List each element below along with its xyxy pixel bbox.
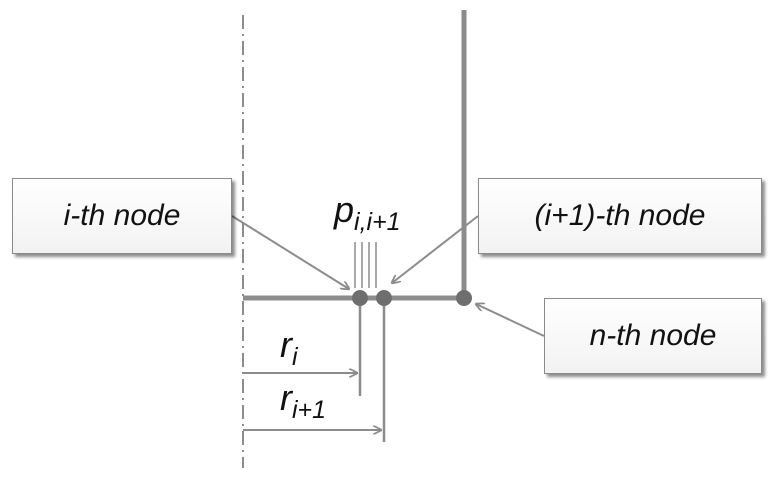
n-node-callout-arrow (476, 304, 545, 337)
pressure-lines (354, 242, 377, 288)
i-th-node-label: i-th node (63, 199, 181, 232)
i-node-callout-arrow (231, 215, 349, 289)
r-i-label: ri (280, 324, 299, 371)
i1-th-node-label: (i+1)-th node (534, 199, 706, 232)
i-th-node (352, 290, 368, 306)
n-th-node-callout: n-th node (544, 298, 762, 374)
n-th-node (456, 290, 472, 306)
r-i1-label: ri+1 (280, 377, 326, 424)
i-th-node-callout: i-th node (12, 178, 232, 254)
i1-th-node-callout: (i+1)-th node (478, 178, 762, 254)
pressure-label: pi,i+1 (333, 189, 401, 236)
i1-node-callout-arrow (392, 215, 479, 283)
n-th-node-label: n-th node (589, 319, 717, 352)
i1-th-node (376, 290, 392, 306)
